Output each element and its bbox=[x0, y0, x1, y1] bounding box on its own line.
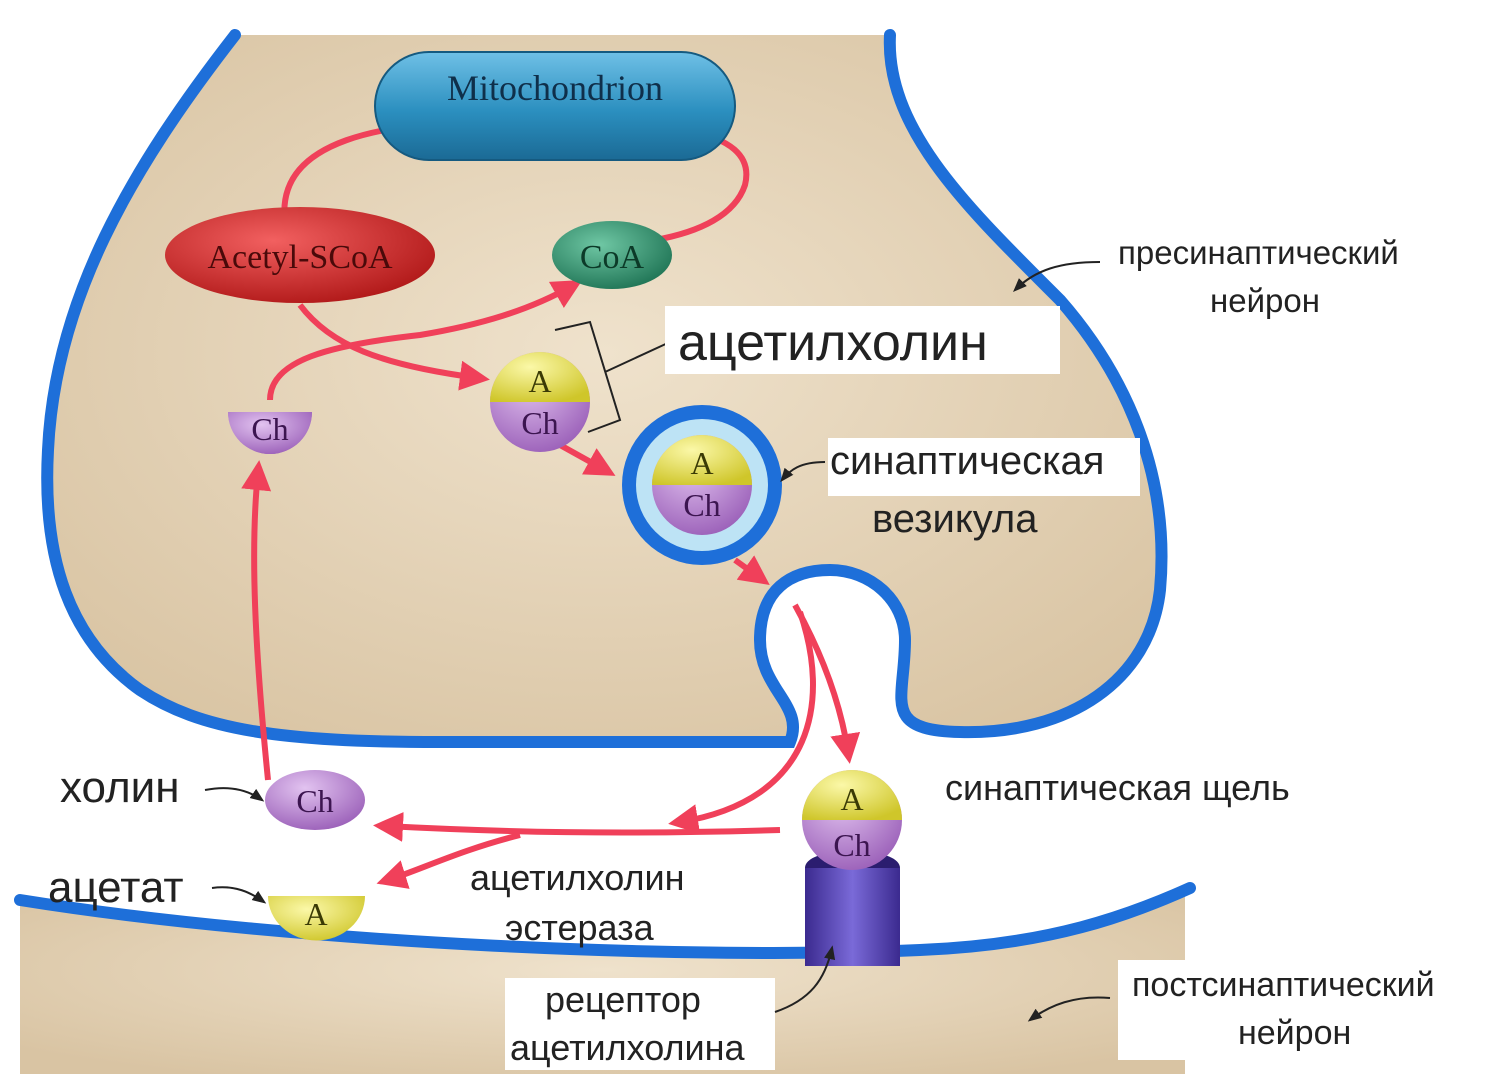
coa-label: CoA bbox=[580, 239, 645, 276]
postsynaptic-label-line2: нейрон bbox=[1238, 1014, 1351, 1052]
esterase-label-line2: эстераза bbox=[505, 907, 655, 948]
molecule-a-label: A bbox=[690, 445, 713, 481]
vesicle-label-line1: синаптическая bbox=[830, 439, 1104, 483]
acetyl-scoa-label: Acetyl-SCoA bbox=[207, 239, 393, 276]
acetyl-scoa: Acetyl-SCoA bbox=[165, 207, 435, 303]
synaptic-vesicle: A Ch bbox=[622, 405, 782, 565]
cleft-acetylcholine: A Ch bbox=[802, 770, 902, 870]
molecule-a-label: A bbox=[840, 781, 863, 817]
vesicle-label-line2: везикула bbox=[872, 497, 1038, 541]
molecule-ch-label: Ch bbox=[296, 783, 333, 819]
presynaptic-label-line2: нейрон bbox=[1210, 282, 1320, 319]
cleft-choline: Ch bbox=[265, 770, 365, 830]
molecule-a-label: A bbox=[528, 363, 551, 399]
coa: CoA bbox=[552, 221, 672, 289]
molecule-ch-label: Ch bbox=[521, 405, 558, 441]
presynaptic-label-line1: пресинаптический bbox=[1118, 234, 1399, 271]
acetate-label: ацетат bbox=[48, 863, 184, 912]
hydrolysis-to-choline-arrow bbox=[385, 826, 780, 833]
molecule-ch-label: Ch bbox=[833, 827, 870, 863]
choline-pointer bbox=[205, 788, 262, 800]
receptor-label-line2: ацетилхолина bbox=[510, 1027, 745, 1068]
molecule-ch-label: Ch bbox=[251, 411, 288, 447]
molecule-a-label: A bbox=[304, 896, 327, 932]
choline-label: холин bbox=[60, 763, 180, 812]
postsynaptic-label-line1: постсинаптический bbox=[1132, 966, 1435, 1004]
synaptic-cleft-label: синаптическая щель bbox=[945, 767, 1290, 808]
acetate-pointer bbox=[212, 887, 264, 902]
receptor-label-line1: рецептор bbox=[545, 979, 701, 1020]
molecule-ch-label: Ch bbox=[683, 487, 720, 523]
acetylcholine-molecule: A Ch bbox=[490, 352, 590, 452]
mitochondrion: Mitochondrion bbox=[375, 52, 735, 160]
acetylcholine-label: ацетилхолин bbox=[678, 314, 988, 372]
mitochondrion-label: Mitochondrion bbox=[447, 68, 663, 108]
esterase-label-line1: ацетилхолин bbox=[470, 857, 685, 898]
